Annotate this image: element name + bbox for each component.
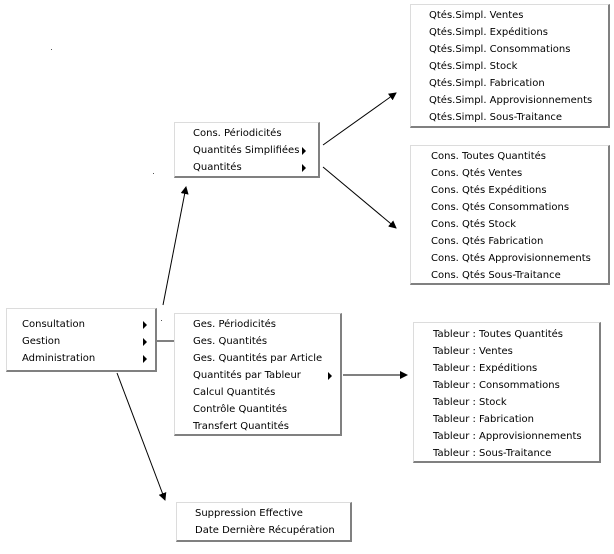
root-menu: Consultation Gestion Administration [6,308,157,372]
menu-item-cons-qtes-expeditions[interactable]: Cons. Qtés Expéditions [431,185,547,196]
submenu-arrow-icon [328,372,332,380]
menu-item-cons-qtes-approvisionnements[interactable]: Cons. Qtés Approvisionnements [431,253,591,264]
menu-item-gestion[interactable]: Gestion [22,333,155,350]
submenu-arrow-icon [143,355,147,363]
stray-dot [51,49,52,50]
menu-item-label: Calcul Quantités [193,387,276,398]
menu-item-cons-toutes-quantites[interactable]: Cons. Toutes Quantités [431,151,546,162]
menu-item-suppression-effective[interactable]: Suppression Effective [195,508,303,519]
stray-dot [161,320,162,321]
menu-item-quantites-simplifiees[interactable]: Quantités Simplifiées [193,142,318,159]
menu-item-cons-qtes-stock[interactable]: Cons. Qtés Stock [431,219,517,230]
menu-item-date-derniere-recuperation[interactable]: Date Dernière Récupération [195,525,335,536]
arrow-administration [116,372,167,501]
menu-item-consultation[interactable]: Consultation [22,316,155,333]
menu-item-ges-quantites[interactable]: Ges. Quantités [193,333,340,350]
menu-item-qtes-simpl-ventes[interactable]: Qtés.Simpl. Ventes [429,10,524,21]
quantites-menu: Cons. Toutes Quantités Cons. Qtés Ventes… [410,145,610,285]
qtes-simplifiees-menu: Qtés.Simpl. Ventes Qtés.Simpl. Expéditio… [410,4,610,128]
menu-item-label: Ges. Périodicités [193,319,276,330]
menu-item-label: Ges. Quantités [193,336,268,347]
menu-item-label: Administration [22,353,96,364]
menu-item-cons-qtes-fabrication[interactable]: Cons. Qtés Fabrication [431,236,544,247]
menu-item-cons-qtes-ventes[interactable]: Cons. Qtés Ventes [431,168,523,179]
menu-item-quantites[interactable]: Quantités [193,159,318,176]
submenu-arrow-icon [302,147,306,155]
submenu-arrow-icon [302,164,306,172]
stray-dot [153,173,154,174]
arrow-consultation [162,186,189,306]
tableur-menu: Tableur : Toutes Quantités Tableur : Ven… [413,322,601,463]
menu-item-label: Cons. Périodicités [193,128,282,139]
submenu-arrow-icon [143,338,147,346]
menu-item-tableur-approvisionnements[interactable]: Tableur : Approvisionnements [433,431,582,442]
menu-item-label: Transfert Quantités [193,421,289,432]
menu-item-label: Quantités Simplifiées [193,145,300,156]
submenu-arrow-icon [143,321,147,329]
menu-item-cons-periodicites[interactable]: Cons. Périodicités [193,125,318,142]
menu-item-ges-periodicites[interactable]: Ges. Périodicités [193,316,340,333]
menu-item-tableur-ventes[interactable]: Tableur : Ventes [433,346,513,357]
menu-item-label: Quantités [193,162,242,173]
consultation-menu: Cons. Périodicités Quantités Simplifiées… [174,122,320,178]
menu-item-calcul-quantites[interactable]: Calcul Quantités [193,384,340,401]
menu-item-transfert-quantites[interactable]: Transfert Quantités [193,418,340,435]
menu-item-cons-qtes-sous-traitance[interactable]: Cons. Qtés Sous-Traitance [431,270,561,281]
menu-item-tableur-consommations[interactable]: Tableur : Consommations [433,380,560,391]
menu-item-label: Gestion [22,336,61,347]
arrow-quantites-simplifiees [322,92,397,146]
gestion-menu: Ges. Périodicités Ges. Quantités Ges. Qu… [174,313,342,436]
menu-item-qtes-simpl-sous-traitance[interactable]: Qtés.Simpl. Sous-Traitance [429,112,563,123]
menu-item-quantites-par-tableur[interactable]: Quantités par Tableur [193,367,340,384]
menu-item-tableur-stock[interactable]: Tableur : Stock [433,397,507,408]
menu-item-administration[interactable]: Administration [22,350,155,367]
menu-item-tableur-sous-traitance[interactable]: Tableur : Sous-Traitance [433,448,552,459]
menu-item-ges-quantites-par-article[interactable]: Ges. Quantités par Article [193,350,340,367]
menu-item-controle-quantites[interactable]: Contrôle Quantités [193,401,340,418]
menu-item-qtes-simpl-approvisionnements[interactable]: Qtés.Simpl. Approvisionnements [429,95,593,106]
menu-item-label: Consultation [22,319,85,330]
menu-item-tableur-fabrication[interactable]: Tableur : Fabrication [433,414,535,425]
menu-item-tableur-expeditions[interactable]: Tableur : Expéditions [433,363,538,374]
menu-item-qtes-simpl-fabrication[interactable]: Qtés.Simpl. Fabrication [429,78,545,89]
menu-item-qtes-simpl-expeditions[interactable]: Qtés.Simpl. Expéditions [429,27,548,38]
menu-item-qtes-simpl-consommations[interactable]: Qtés.Simpl. Consommations [429,44,571,55]
menu-item-tableur-toutes-quantites[interactable]: Tableur : Toutes Quantités [433,329,564,340]
menu-item-label: Quantités par Tableur [193,370,301,381]
administration-menu: Suppression Effective Date Dernière Récu… [176,502,352,542]
menu-item-label: Contrôle Quantités [193,404,288,415]
arrow-quantites [322,166,397,229]
menu-item-label: Ges. Quantités par Article [193,353,323,364]
menu-item-qtes-simpl-stock[interactable]: Qtés.Simpl. Stock [429,61,518,72]
menu-item-cons-qtes-consommations[interactable]: Cons. Qtés Consommations [431,202,570,213]
